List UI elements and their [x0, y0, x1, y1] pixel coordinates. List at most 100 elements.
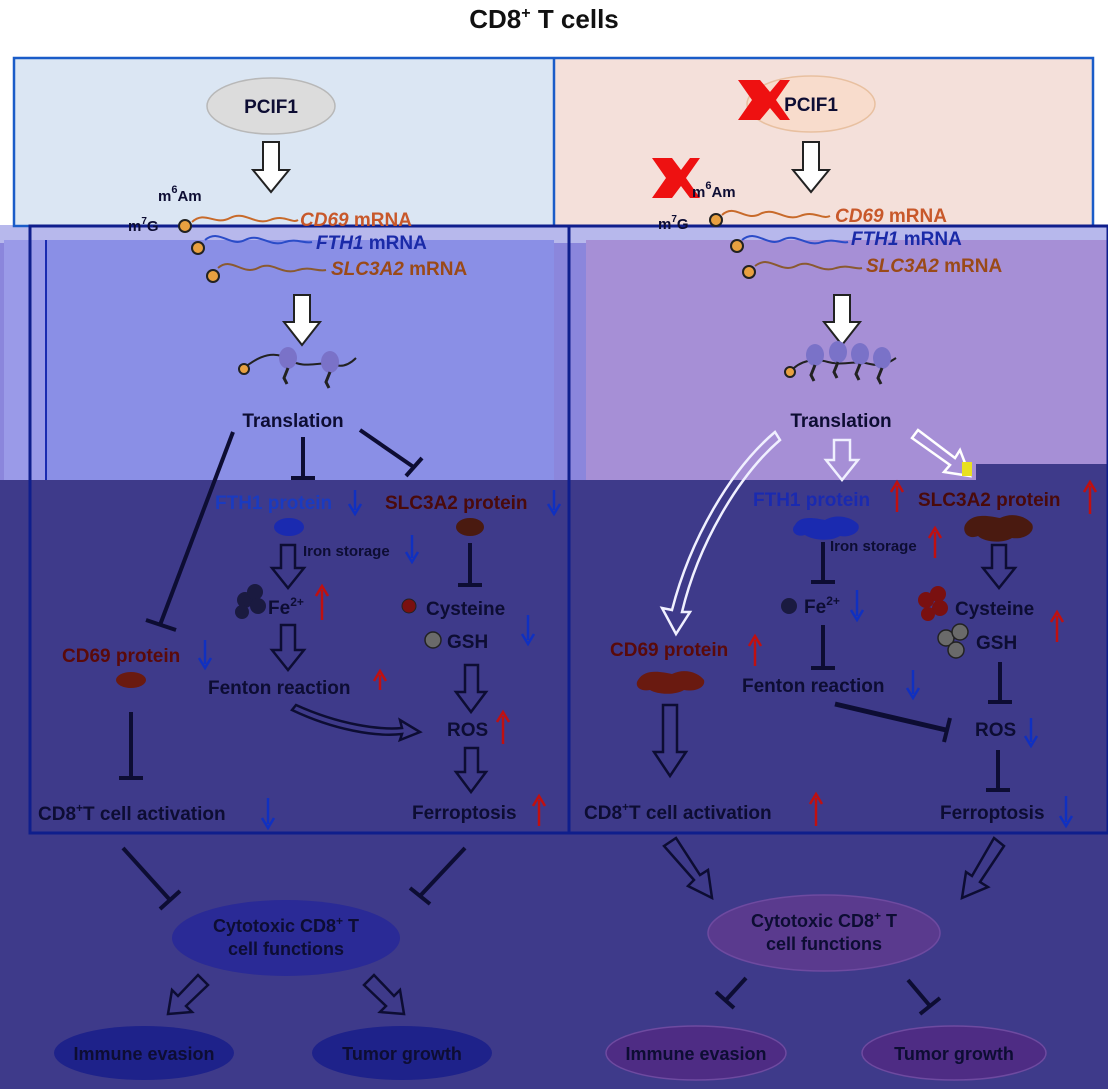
right-ribosome-4 — [873, 347, 891, 369]
right-cd69-mrna-strand — [721, 209, 831, 219]
right-ribosome-1 — [806, 344, 824, 366]
right-fenton-label: Fenton reaction — [742, 676, 885, 697]
right-immune-evasion-label: Immune evasion — [625, 1044, 766, 1064]
left-fe-up-arrow — [314, 583, 330, 620]
right-arrow-ferroptosis-to-cytotoxic — [960, 836, 1006, 901]
right-ros-down-arrow — [1023, 718, 1039, 749]
left-cytotoxic-line1: Cytotoxic CD8+ T — [213, 914, 359, 936]
right-m7g-label: m7G — [658, 214, 689, 233]
right-cys-dot-1 — [918, 592, 934, 608]
left-gsh-dot — [424, 631, 442, 649]
right-inhibit-fenton-ros-bar — [942, 717, 952, 743]
left-fth1-mrna-strand — [204, 235, 313, 245]
right-ros-label: ROS — [975, 720, 1016, 741]
right-fth1-mrna-label: FTH1 mRNA — [851, 229, 962, 250]
left-inhibit-slc3a2 — [358, 428, 417, 470]
right-fe-dot — [781, 598, 797, 614]
right-slc3a2-protein-label: SLC3A2 protein — [918, 490, 1061, 511]
left-fenton-up-arrow — [372, 668, 388, 690]
left-cap-fth1 — [191, 241, 205, 255]
right-m6am-label: m6Am — [692, 180, 736, 201]
left-inhibit-cd69-bar — [145, 618, 177, 632]
right-gsh-label: GSH — [976, 633, 1017, 654]
left-fth1-protein-blob — [274, 518, 304, 536]
right-arrow-slc3a2-to-cysteine — [980, 543, 1018, 591]
right-ribosome-3 — [851, 343, 869, 365]
right-arrow-to-cd69 — [659, 430, 782, 637]
left-fe-dot-4 — [235, 605, 249, 619]
left-cap-cd69 — [178, 219, 192, 233]
left-slc3a2-protein-label: SLC3A2 protein — [385, 493, 528, 514]
right-cytotoxic-line2: cell functions — [766, 934, 882, 954]
left-cd69-protein-label: CD69 protein — [62, 646, 180, 667]
left-arrow-to-tumor-growth — [362, 973, 406, 1016]
right-cap-slc3a2 — [742, 265, 756, 279]
left-activation-label: CD8+T cell activation — [38, 801, 226, 825]
right-peptides — [809, 361, 884, 385]
right-inhibit-tumor-growth — [906, 978, 932, 1008]
left-cytotoxic-node — [172, 900, 400, 976]
right-slc3a2-protein-blob — [964, 515, 1033, 542]
left-arrow-fenton-to-ros — [290, 703, 423, 743]
left-gsh-label: GSH — [447, 632, 488, 653]
left-inhibit-cytotoxic-1-bar — [158, 889, 182, 911]
left-ribosome-1 — [279, 347, 297, 369]
left-m7g-label: m7G — [128, 216, 159, 235]
left-arrow-to-immune-evasion — [166, 973, 210, 1016]
left-fth1-down-arrow — [347, 490, 363, 517]
right-fe-down-arrow — [849, 590, 865, 623]
left-ribosome-cap — [238, 363, 250, 375]
left-arrow-gsh-to-ros — [453, 663, 489, 715]
right-slc3a2-mrna-label: SLC3A2 mRNA — [866, 256, 1002, 277]
left-m6am-label: m6Am — [158, 184, 202, 205]
right-ribosome-cap — [784, 366, 796, 378]
left-fe-dot-3 — [250, 598, 266, 614]
right-inhibit-immune-evasion — [724, 976, 748, 1002]
right-ferroptosis-label: Ferroptosis — [940, 803, 1045, 824]
left-arrow-pcif1-down — [250, 141, 292, 194]
right-activation-label: CD8+T cell activation — [584, 800, 772, 824]
right-translation-label: Translation — [790, 411, 891, 432]
right-arrow-to-fth1 — [823, 438, 861, 483]
right-cys-dot-3 — [932, 600, 948, 616]
left-ferroptosis-label: Ferroptosis — [412, 803, 517, 824]
left-pcif1-node — [206, 77, 336, 135]
left-cd69-down-arrow — [197, 640, 213, 671]
left-cd69-mrna-strand — [191, 214, 299, 223]
right-cd69-protein-label: CD69 protein — [610, 640, 728, 661]
right-cd69-mrna-label: CD69 mRNA — [835, 206, 947, 227]
left-arrow-ros-to-ferroptosis — [453, 746, 489, 795]
right-arrow-activation-to-cytotoxic — [662, 836, 714, 901]
right-gsh-dot-3 — [947, 641, 965, 659]
right-fth1-protein-blob — [793, 516, 859, 540]
right-fth1-mrna-strand — [741, 235, 849, 245]
left-tumor-growth-node — [312, 1026, 492, 1080]
right-fe-label: Fe2+ — [804, 594, 840, 618]
left-cysteine-label: Cysteine — [426, 599, 505, 620]
left-tumor-growth-label: Tumor growth — [342, 1044, 462, 1064]
right-tumor-growth-node — [861, 1025, 1047, 1081]
left-inhibit-cytotoxic-2 — [418, 846, 467, 898]
left-inhibit-cd69 — [158, 431, 235, 626]
lower-band — [0, 480, 1108, 1089]
left-arrow-fe-to-fenton — [269, 623, 307, 673]
right-m6am-x-icon — [652, 158, 700, 198]
left-ribosome-2 — [321, 351, 339, 373]
figure-title: CD8+ T cells — [469, 4, 619, 34]
right-ribosome-2 — [829, 341, 847, 363]
left-ros-label: ROS — [447, 720, 488, 741]
left-cytotoxic-line2: cell functions — [228, 939, 344, 959]
right-iron-storage-label: Iron storage — [830, 538, 917, 555]
right-gsh-dot-2 — [951, 623, 969, 641]
right-fenton-down-arrow — [905, 670, 921, 701]
right-arrow-pcif1-down — [790, 141, 832, 194]
left-inhibit-slc3a2-bar — [404, 456, 424, 478]
right-arrow-cd69-to-activation — [651, 703, 689, 779]
right-panel-mid — [586, 240, 1108, 480]
left-cap-slc3a2 — [206, 269, 220, 283]
right-inhibit-tumor-growth-bar — [918, 996, 942, 1016]
left-fenton-label: Fenton reaction — [208, 678, 351, 699]
right-cap-cd69 — [709, 213, 723, 227]
right-tumor-growth-label: Tumor growth — [894, 1044, 1014, 1064]
left-cysteine-dot — [401, 598, 417, 614]
